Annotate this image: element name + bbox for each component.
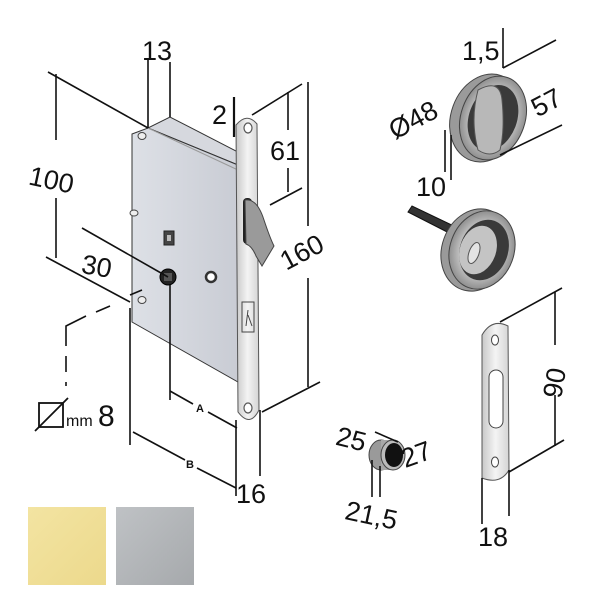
label-b: B [186, 459, 194, 471]
dim-faceplate-height: 160 [275, 229, 329, 277]
finish-swatch-gold[interactable] [28, 507, 106, 585]
dim-pull-depth: 10 [416, 172, 446, 202]
dim-edge-pull-diameter: 27 [397, 435, 435, 473]
lock-body [129, 116, 239, 383]
dim-lock-height: 100 [26, 161, 76, 200]
label-a: A [196, 403, 204, 415]
spindle-square-icon [34, 397, 69, 432]
edge-pull-dimension-lines [371, 431, 399, 497]
dim-edge-pull-inner: 21,5 [343, 495, 401, 535]
lock-faceplate [235, 117, 275, 420]
flush-pull-dimension-lines [444, 28, 563, 180]
dim-lock-depth: 13 [142, 36, 172, 66]
dim-backset: 30 [79, 249, 114, 284]
dim-pull-inner-diameter: Ø48 [384, 95, 443, 145]
dim-pull-thickness: 1,5 [462, 36, 500, 66]
flush-pull-outer [449, 73, 527, 163]
dim-edge-pull-depth: 25 [333, 421, 369, 457]
strike-dimension-lines [481, 287, 565, 524]
lock-dimension-lines [45, 58, 321, 496]
strike-plate [481, 323, 510, 481]
dim-hook-offset: 61 [270, 136, 300, 166]
dim-faceplate-width: 16 [236, 479, 266, 509]
finish-swatch-satin-chrome[interactable] [116, 507, 194, 585]
dim-strike-height: 90 [537, 366, 572, 401]
spindle-unit: mm [66, 413, 93, 430]
dim-pull-outer-diameter: 57 [526, 82, 567, 123]
dim-spindle-square: 8 [98, 400, 115, 433]
dim-strike-width: 18 [478, 522, 508, 552]
edge-pull [368, 439, 406, 471]
dim-faceplate-thickness: 2 [212, 100, 227, 130]
flush-pull-inner [407, 205, 516, 292]
